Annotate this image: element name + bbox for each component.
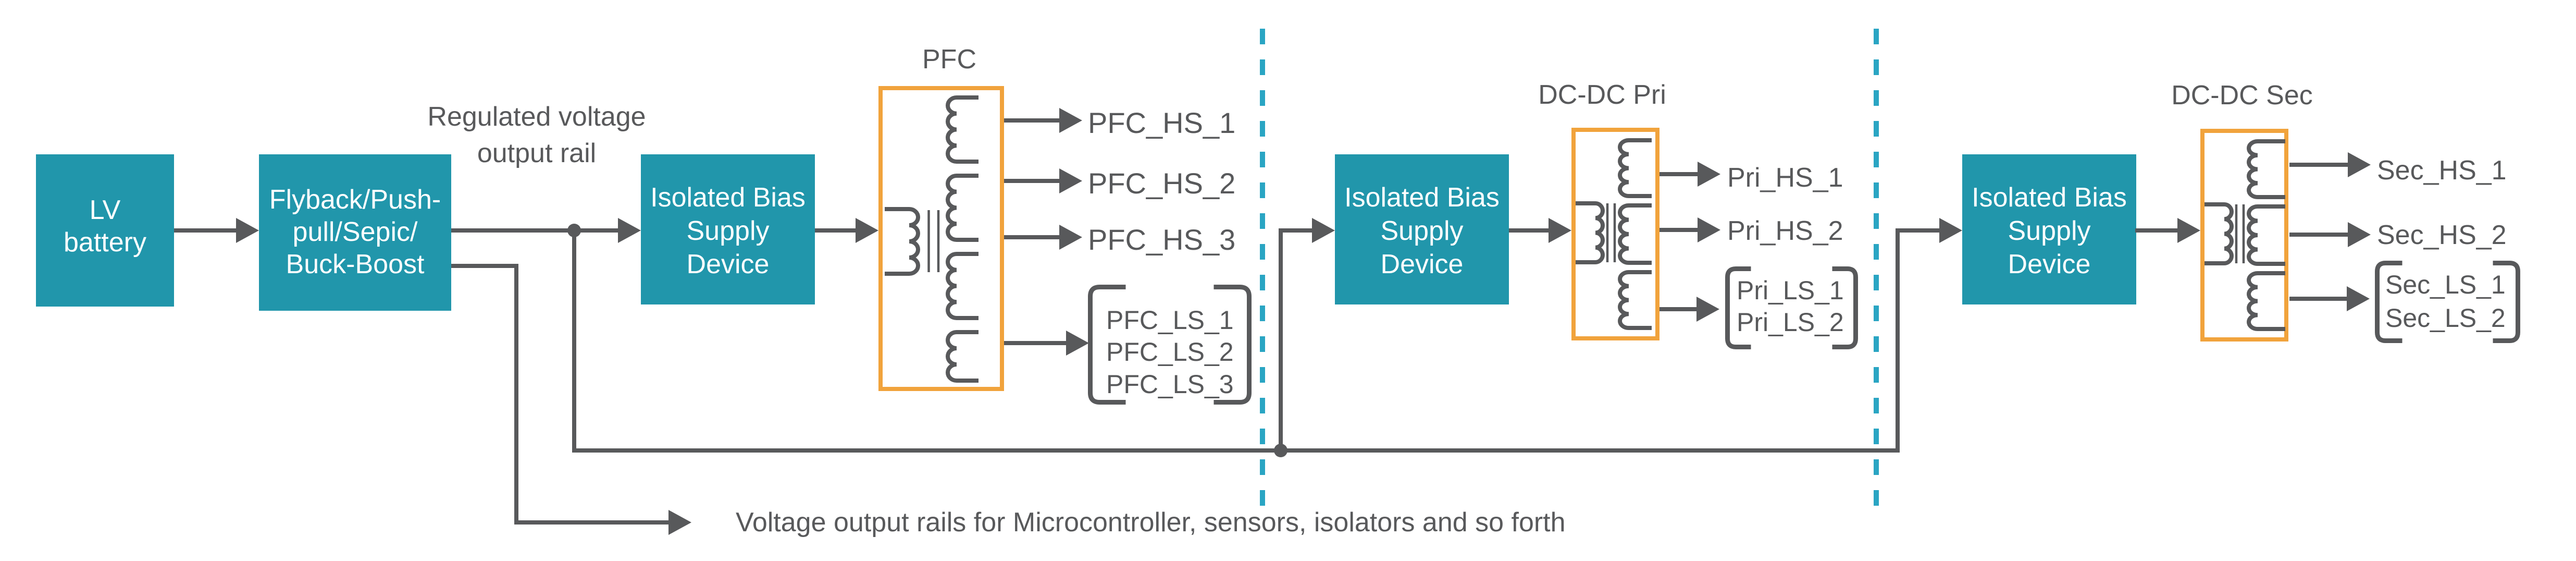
svg-text:Pri_HS_2: Pri_HS_2	[1727, 216, 1843, 246]
svg-text:Supply: Supply	[1381, 216, 1464, 246]
svg-text:Isolated Bias: Isolated Bias	[1972, 182, 2127, 213]
svg-text:PFC_HS_2: PFC_HS_2	[1088, 167, 1235, 200]
svg-text:pull/Sepic/: pull/Sepic/	[293, 217, 418, 247]
svg-text:PFC_LS_1: PFC_LS_1	[1106, 306, 1234, 335]
svg-text:PFC_LS_2: PFC_LS_2	[1106, 337, 1234, 367]
svg-text:Pri_HS_1: Pri_HS_1	[1727, 163, 1843, 193]
svg-text:Flyback/Push-: Flyback/Push-	[269, 185, 441, 215]
svg-text:Sec_LS_2: Sec_LS_2	[2385, 303, 2506, 333]
svg-text:DC-DC Sec: DC-DC Sec	[2171, 80, 2313, 111]
svg-text:Device: Device	[687, 249, 770, 279]
svg-text:Device: Device	[1381, 249, 1464, 279]
svg-text:output rail: output rail	[477, 138, 596, 168]
svg-text:Isolated Bias: Isolated Bias	[650, 182, 806, 213]
svg-text:DC-DC Pri: DC-DC Pri	[1538, 80, 1666, 110]
svg-text:Device: Device	[2008, 249, 2091, 279]
svg-text:Supply: Supply	[687, 216, 770, 246]
svg-text:Isolated Bias: Isolated Bias	[1344, 182, 1500, 213]
svg-text:LV: LV	[90, 195, 121, 225]
svg-text:PFC_LS_3: PFC_LS_3	[1106, 370, 1234, 399]
svg-text:Supply: Supply	[2008, 216, 2091, 246]
svg-text:Pri_LS_1: Pri_LS_1	[1737, 276, 1844, 305]
svg-text:Sec_LS_1: Sec_LS_1	[2385, 270, 2506, 299]
svg-text:Voltage output rails for Micro: Voltage output rails for Microcontroller…	[736, 507, 1566, 538]
svg-text:PFC_HS_3: PFC_HS_3	[1088, 223, 1235, 256]
svg-text:Pri_LS_2: Pri_LS_2	[1737, 308, 1844, 337]
svg-text:PFC: PFC	[922, 44, 976, 75]
svg-text:Buck-Boost: Buck-Boost	[286, 249, 425, 279]
svg-text:Sec_HS_1: Sec_HS_1	[2377, 155, 2507, 186]
svg-text:Regulated voltage: Regulated voltage	[427, 102, 646, 132]
svg-text:PFC_HS_1: PFC_HS_1	[1088, 106, 1235, 139]
svg-text:battery: battery	[64, 227, 146, 258]
svg-text:Sec_HS_2: Sec_HS_2	[2377, 220, 2507, 250]
